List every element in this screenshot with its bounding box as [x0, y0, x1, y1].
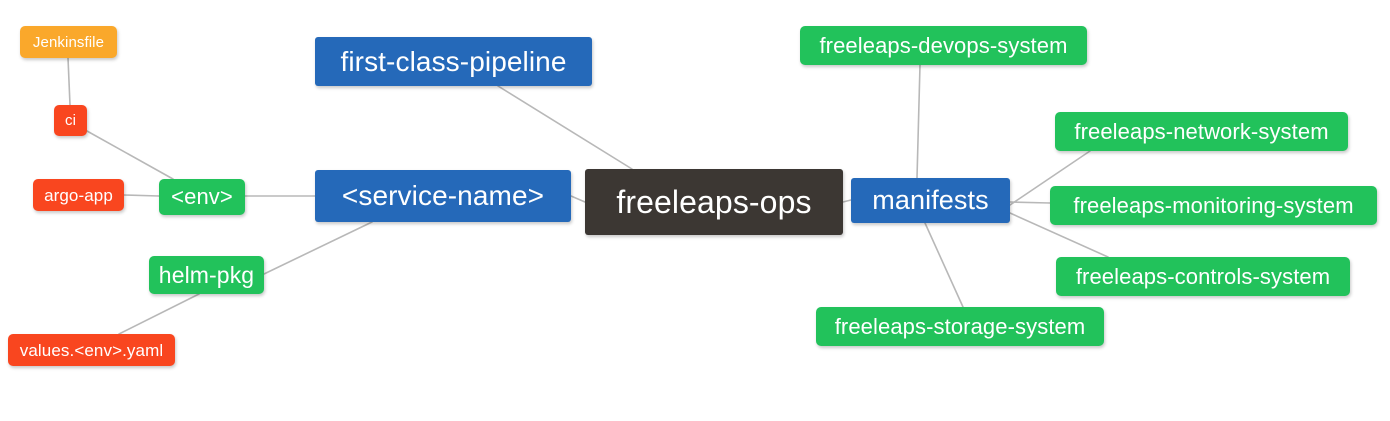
node-freeleaps-monitoring-system[interactable]: freeleaps-monitoring-system [1050, 186, 1377, 225]
node-service-name[interactable]: <service-name> [315, 170, 571, 222]
node-freeleaps-devops-system[interactable]: freeleaps-devops-system [800, 26, 1087, 65]
node-values-env-yaml[interactable]: values.<env>.yaml [8, 334, 175, 366]
node-jenkinsfile[interactable]: Jenkinsfile [20, 26, 117, 58]
node-freeleaps-storage-system[interactable]: freeleaps-storage-system [816, 307, 1104, 346]
edge-jenkinsfile-to-ci [67, 57, 71, 106]
node-manifests[interactable]: manifests [851, 178, 1010, 223]
edge-service-name-to-helm-pkg [263, 221, 373, 275]
node-ci[interactable]: ci [54, 105, 87, 136]
node-freeleaps-network-system[interactable]: freeleaps-network-system [1055, 112, 1348, 151]
edge-argo-app-to-env [123, 194, 160, 197]
node-freeleaps-ops[interactable]: freeleaps-ops [585, 169, 843, 235]
node-argo-app[interactable]: argo-app [33, 179, 124, 211]
edge-freeleaps-ops-to-manifests [842, 199, 852, 203]
edge-first-class-pipeline-to-freeleaps-ops [497, 85, 633, 170]
node-freeleaps-controls-system[interactable]: freeleaps-controls-system [1056, 257, 1350, 296]
node-first-class-pipeline[interactable]: first-class-pipeline [315, 37, 592, 86]
edge-service-name-to-freeleaps-ops [570, 195, 586, 203]
edge-helm-pkg-to-values-env-yaml [118, 293, 200, 335]
node-env[interactable]: <env> [159, 179, 245, 215]
edge-manifests-to-freeleaps-storage-system [924, 222, 964, 308]
edge-manifests-to-freeleaps-monitoring-system [1009, 201, 1051, 204]
node-helm-pkg[interactable]: helm-pkg [149, 256, 264, 294]
edge-ci-to-env [86, 130, 174, 180]
edge-manifests-to-freeleaps-devops-system [916, 64, 921, 179]
